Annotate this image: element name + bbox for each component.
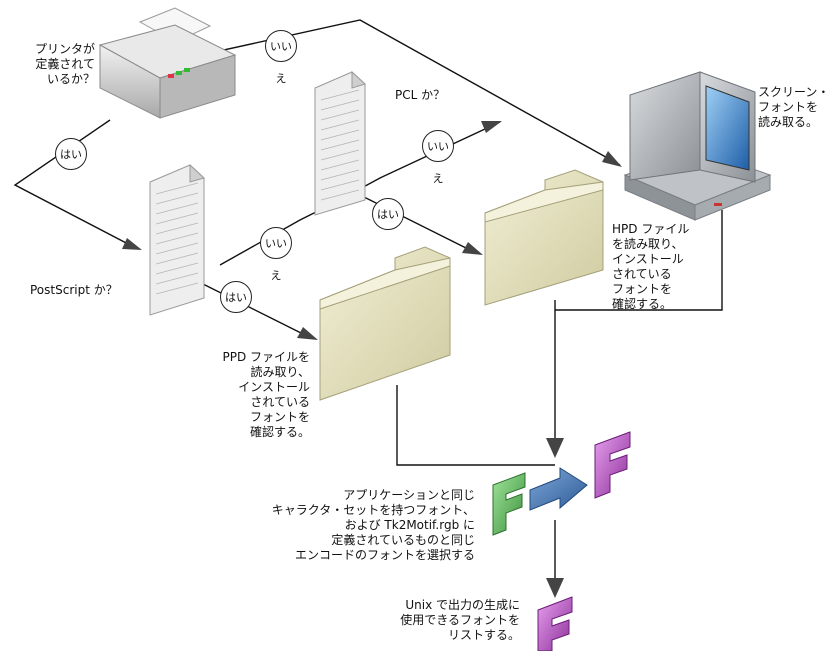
green-font-f-icon: [492, 472, 526, 536]
printer-icon: [98, 7, 237, 119]
hpd-folder-icon: [484, 169, 604, 306]
output-font-f-icon: [537, 596, 573, 651]
magenta-font-f-icon: [594, 431, 631, 499]
blue-arrow-icon: [529, 467, 588, 511]
badge-pcl-yes: はい: [372, 198, 404, 230]
badge-postscript-yes: はい: [220, 281, 252, 313]
line-postscript-yes-to-ppd: [194, 279, 306, 336]
select-font-label: アプリケーションと同じ キャラクタ・セットを持つフォント、 および Tk2Mot…: [271, 488, 475, 562]
arrowhead-to-postscript: [122, 238, 142, 250]
pcl-document-icon: [314, 70, 366, 216]
arrowhead-pcl-no: [481, 121, 502, 133]
badge-postscript-no: いいえ: [260, 227, 292, 282]
hpd-step-label: HPD ファイル を読み取り、 インストール されている フォントを 確認する。: [612, 222, 690, 311]
line-pcl-yes-to-hpd: [349, 189, 471, 251]
arrowheads: [122, 121, 622, 598]
ppd-folder-icon: [319, 246, 451, 401]
arrowhead-to-ppd: [297, 327, 318, 340]
screen-font-label: スクリーン・ フォントを 読み取る。: [758, 85, 830, 129]
list-fonts-label: Unix で出力の生成に 使用できるフォントを リストする。: [400, 598, 520, 642]
arrowhead-to-monitor: [602, 151, 622, 167]
computer-monitor-icon: [623, 71, 772, 221]
line-ppd-to-merge: [396, 385, 555, 466]
badge-printer-yes: はい: [55, 138, 87, 170]
arrowhead-to-font-select: [546, 438, 564, 458]
font-conversion-icon: [492, 431, 631, 536]
line-monitor-to-merge: [555, 210, 723, 311]
arrowhead-to-output-font: [546, 578, 564, 598]
arrowhead-to-hpd: [462, 242, 483, 255]
postscript-document-icon: [149, 163, 205, 316]
badge-printer-no: いいえ: [265, 30, 297, 85]
printer-question-label: プリンタが 定義されて いるか？: [34, 42, 95, 86]
postscript-question-label: PostScript か？: [30, 283, 118, 297]
ppd-step-label: PPD ファイルを 読み取り、 インストール されている フォントを 確認する。: [222, 350, 310, 439]
badge-pcl-no: いいえ: [422, 130, 454, 185]
pcl-question-label: PCL か？: [395, 88, 446, 102]
